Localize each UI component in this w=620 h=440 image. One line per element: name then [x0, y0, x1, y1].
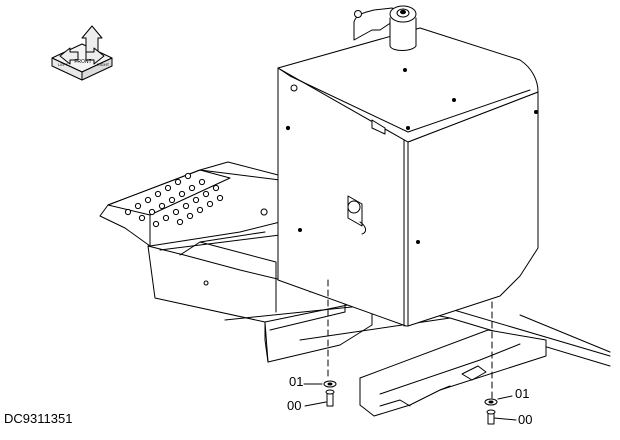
compass-front-word: FRONT — [74, 59, 91, 65]
callout-washer-left: 01 — [289, 374, 304, 389]
compass-right-word: RIGHT — [97, 62, 110, 67]
fastener-right — [484, 398, 498, 425]
fastener-left — [323, 380, 337, 407]
compass-left-word: LEFT — [58, 62, 68, 67]
leader-lines — [327, 279, 493, 399]
document-code: DC9311351 — [4, 411, 73, 426]
callout-bolt-left: 00 — [287, 398, 302, 413]
callout-bolt-right: 00 — [518, 412, 533, 427]
mounting-bracket — [359, 329, 547, 417]
orientation-compass-icon: FRONT LEFT RIGHT — [51, 25, 113, 81]
callout-washer-right: 01 — [515, 386, 530, 401]
filler-cap — [353, 5, 417, 51]
callout-leaders — [303, 383, 517, 421]
step-tread-holes — [124, 172, 224, 228]
hydraulic-tank — [277, 27, 539, 327]
